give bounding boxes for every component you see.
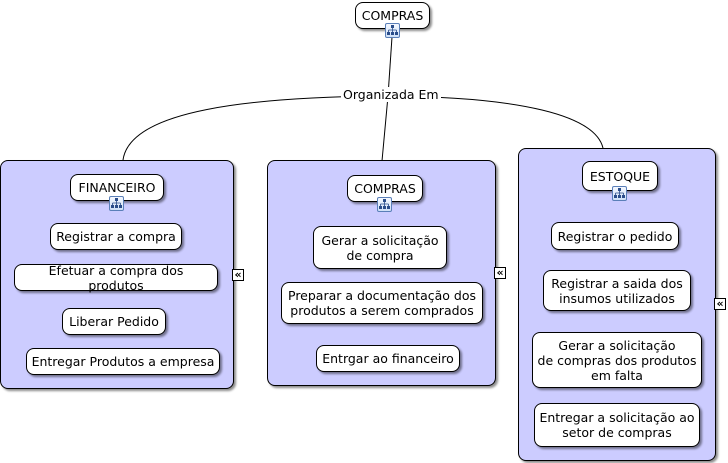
- concept-preparar-documentacao[interactable]: Preparar a documentação dos produtos a s…: [281, 282, 483, 324]
- concept-map-link-icon[interactable]: [385, 23, 400, 38]
- collapse-arrows-icon[interactable]: «: [714, 298, 726, 310]
- concept-entrgar-ao-financeiro[interactable]: Entrgar ao financeiro: [316, 345, 460, 372]
- concept-map-link-icon[interactable]: [377, 197, 392, 212]
- concept-gerar-solicitacao-compra[interactable]: Gerar a solicitação de compra: [313, 226, 447, 269]
- concept-entregar-solicitacao-setor[interactable]: Entregar a solicitação ao setor de compr…: [534, 403, 700, 447]
- concept-efetuar-a-compra[interactable]: Efetuar a compra dos produtos: [14, 263, 218, 293]
- concept-liberar-pedido[interactable]: Liberar Pedido: [62, 308, 166, 335]
- link-label: Organizada Em: [341, 87, 441, 102]
- root-concept[interactable]: COMPRAS: [355, 2, 430, 29]
- collapse-arrows-icon[interactable]: «: [232, 269, 244, 281]
- concept-registrar-o-pedido[interactable]: Registrar o pedido: [551, 222, 679, 250]
- concept-entregar-produtos[interactable]: Entregar Produtos a empresa: [26, 348, 220, 375]
- concept-registrar-a-compra[interactable]: Registrar a compra: [50, 223, 182, 250]
- concept-map-link-icon[interactable]: [109, 196, 124, 211]
- concept-gerar-solicitacao-compras-falta[interactable]: Gerar a solicitação de compras dos produ…: [532, 332, 702, 388]
- collapse-arrows-icon[interactable]: «: [494, 267, 506, 279]
- concept-registrar-saida-insumos[interactable]: Registrar a saida dos insumos utilizados: [543, 270, 691, 311]
- concept-map-link-icon[interactable]: [612, 186, 627, 201]
- root-concept-label: COMPRAS: [361, 8, 424, 23]
